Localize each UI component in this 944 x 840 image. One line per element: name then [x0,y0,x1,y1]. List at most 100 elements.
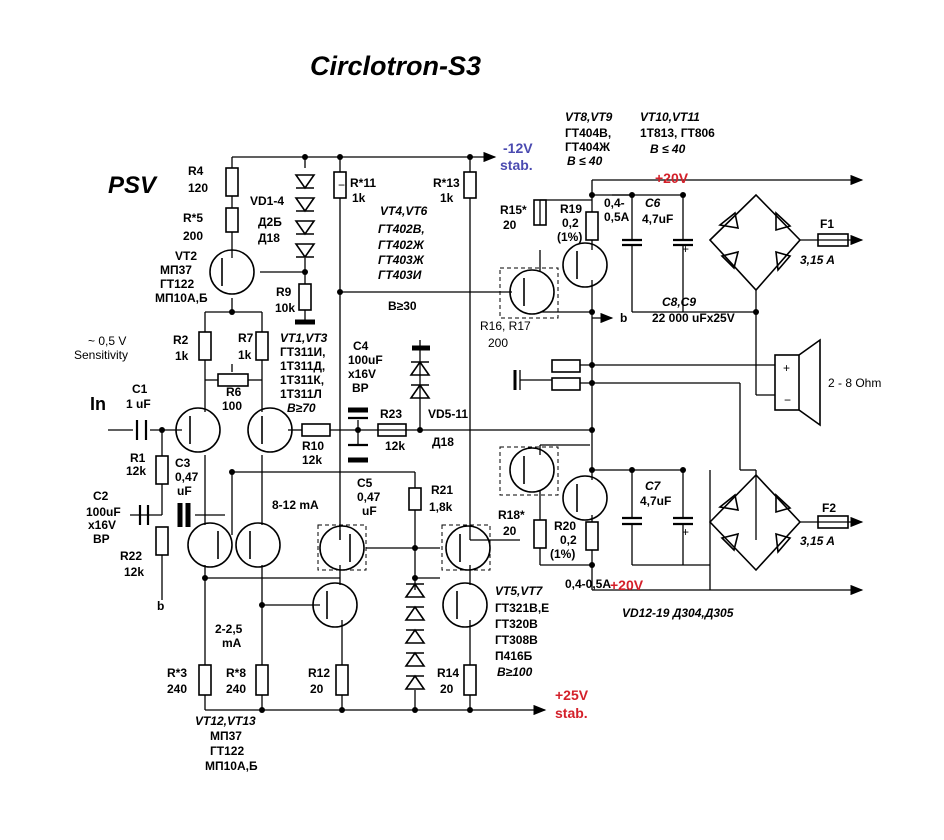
vt13-type4: 1Т311Л [280,387,322,401]
r18-ref: R18* [498,508,525,522]
vt57-type4: П416Б [495,649,533,663]
c89-ref: C8,C9 [662,295,696,309]
c4-ref: C4 [353,339,369,353]
f1-value: 3,15 A [800,253,835,267]
vt89-ref: VT8,VT9 [565,110,613,124]
c7-ref: C7 [645,479,662,493]
rail-pos25-sub: stab. [555,705,588,721]
c1-ref: C1 [132,382,148,396]
c4-type: BP [352,381,369,395]
svg-text:−: − [784,393,791,407]
vt89-type2: ГТ404Ж [565,140,610,154]
r13-ref: R*13 [433,176,460,190]
rail-pos25: +25V [555,687,589,703]
vt89-type1: ГТ404В, [565,126,611,140]
r19-value: 0,2 [562,216,579,230]
sensitivity-value: ~ 0,5 V [88,334,126,348]
r6-ref: R6 [226,385,242,399]
r11-value: 1k [352,191,366,205]
input-label: In [90,394,106,414]
vd14-type1: Д2Б [258,215,282,229]
r1617-ref: R16, R17 [480,319,531,333]
diodes [294,174,802,690]
vt46-type3: ГТ403Ж [378,253,425,267]
r5-value: 200 [183,229,203,243]
vd511-type: Д18 [432,435,454,449]
vt1213-type2: ГТ122 [210,744,244,758]
c2-ref: C2 [93,489,109,503]
r15-value: 20 [503,218,517,232]
r11-ref: R*11 [350,176,376,190]
vt13-beta: B≥70 [287,401,316,415]
c5-ref: C5 [357,476,373,490]
r20-value: 0,2 [560,533,577,547]
r18-value: 20 [503,524,517,538]
current-bottom: 0,4-0,5A [565,577,611,591]
r7-ref: R7 [238,331,254,345]
current-8-12: 8-12 mA [272,498,319,512]
c3-ref: C3 [175,456,191,470]
r4-ref: R4 [188,164,204,178]
vt2-type2: ГТ122 [160,277,194,291]
svg-text:+: + [682,525,689,539]
resistor-bodies [155,167,849,696]
r9-ref: R9 [276,285,292,299]
vt1213-type1: МП37 [210,729,242,743]
node-b-left: b [157,599,164,613]
r3-value: 240 [167,682,187,696]
vt2-type1: МП37 [160,263,192,277]
r13-value: 1k [440,191,454,205]
vt1213-type3: МП10А,Б [205,759,258,773]
vt57-ref: VT5,VT7 [495,584,544,598]
svg-text:−: − [338,178,345,192]
r15-ref: R15* [500,203,527,217]
vt13-type1: ГТ311И, [280,345,325,359]
vd1219-label: VD12-19 Д304,Д305 [622,606,734,620]
c89-value: 22 000 uFx25V [652,311,735,325]
f2-value: 3,15 A [800,534,835,548]
c6-ref: C6 [645,196,661,210]
r12-ref: R12 [308,666,330,680]
r9-value: 10k [275,301,295,315]
r7-value: 1k [238,348,252,362]
c4-value: 100uF [348,353,383,367]
r20-ref: R20 [554,519,576,533]
r8-ref: R*8 [226,666,246,680]
matched-pair-boxes [317,267,559,571]
c2-voltage: x16V [88,518,116,532]
schematic-title: Circlotron-S3 [310,51,481,81]
r23-value: 12k [385,439,405,453]
c2-value: 100uF [86,505,121,519]
svg-text:+: + [682,242,689,256]
c3-unit: uF [177,484,192,498]
c7-value: 4,7uF [640,494,671,508]
vt57-type3: ГТ308В [495,633,538,647]
vt1011-ref: VT10,VT11 [640,110,700,124]
c6-value: 4,7uF [642,212,673,226]
c5-unit: uF [362,504,377,518]
speaker-symbol [513,338,821,427]
f1-ref: F1 [820,217,834,231]
vt2-type3: МП10А,Б [155,291,208,305]
capacitors [135,238,693,527]
vt13-type3: 1Т311К, [280,373,324,387]
vt1011-type: 1Т813, ГТ806 [640,126,715,140]
r6-value: 100 [222,399,242,413]
c1-value: 1 uF [126,397,151,411]
r14-value: 20 [440,682,454,696]
vt89-beta: B ≤ 40 [567,154,603,168]
r21-value: 1,8k [429,500,453,514]
c5-value: 0,47 [357,490,381,504]
vt46-type1: ГТ402В, [378,222,425,236]
vt46-ref: VT4,VT6 [380,204,428,218]
vt1213-ref: VT12,VT13 [195,714,256,728]
vt46-beta: B≥30 [388,299,417,313]
r19-tolerance: (1%) [557,230,582,244]
r12-value: 20 [310,682,324,696]
r5-ref: R*5 [183,211,203,225]
rail-pos20-top: +20V [655,170,689,186]
r1-ref: R1 [130,451,146,465]
c4-voltage: x16V [348,367,376,381]
r1-value: 12k [126,464,146,478]
